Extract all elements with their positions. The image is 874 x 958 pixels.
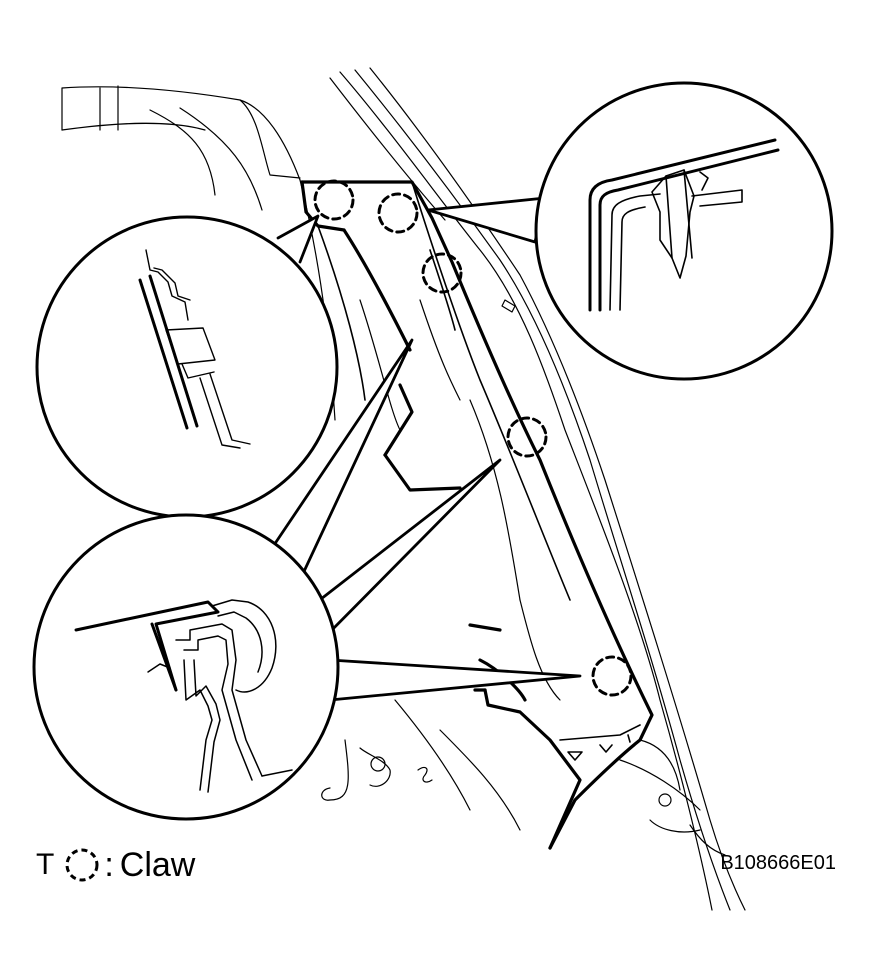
callout-pointer-bottom-2 [310, 458, 502, 642]
callout-circle-bottom [32, 513, 340, 821]
callout-pointer-bottom-1 [270, 338, 414, 582]
claw-marker-icon [313, 179, 355, 221]
callout-circle-right [534, 81, 834, 381]
claw-marker-icon [591, 655, 633, 697]
trim-panel-outline [300, 180, 654, 850]
trim-panel-details [317, 181, 641, 761]
claw-marker-icon [421, 252, 463, 294]
claw-marker-icon [377, 192, 419, 234]
legend-colon: : [104, 845, 114, 884]
claw-markers [313, 179, 633, 697]
callout-pointer-left [276, 214, 320, 264]
figure-code: B108666E01 [720, 852, 836, 874]
callout-pointer-bottom-3 [328, 658, 582, 702]
claw-marker-icon [506, 416, 548, 458]
legend-label: Claw [119, 845, 196, 884]
dashed-circle-icon [65, 848, 99, 882]
legend-prefix: T [36, 848, 55, 881]
detail-callout-right [426, 81, 834, 381]
callout-circle-left [35, 215, 339, 519]
detail-callout-bottom [32, 338, 582, 821]
legend: T : Claw [36, 842, 195, 888]
detail-callout-left [35, 214, 339, 519]
